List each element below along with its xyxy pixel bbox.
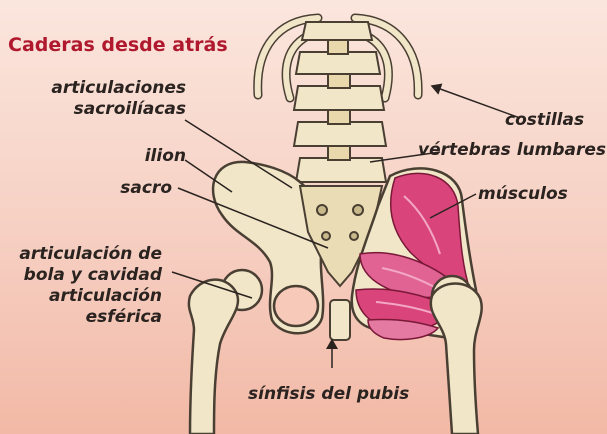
label-sacroiliac-line2: sacroilíacas bbox=[73, 99, 186, 119]
leader-lines bbox=[171, 83, 521, 368]
label-sinfisis: sínfisis del pubis bbox=[248, 384, 410, 404]
femur-left bbox=[187, 268, 264, 434]
label-ball-joint-line3: articulación bbox=[49, 286, 162, 306]
label-ball-joint: articulación de bola y cavidad articulac… bbox=[2, 244, 162, 328]
leader-musculos bbox=[429, 193, 477, 219]
lumbar-vertebrae bbox=[292, 21, 388, 183]
label-ball-joint-line1: articulación de bbox=[19, 244, 162, 264]
label-ball-joint-line2: bola y cavidad bbox=[23, 265, 162, 285]
label-sacro: sacro bbox=[120, 178, 172, 198]
label-ilion: ilion bbox=[144, 146, 186, 166]
label-musculos: músculos bbox=[478, 184, 568, 204]
diagram-title: Caderas desde atrás bbox=[8, 34, 228, 56]
label-ball-joint-line4: esférica bbox=[85, 307, 162, 327]
arrow-costillas bbox=[430, 83, 521, 119]
sacrum bbox=[298, 185, 384, 288]
leader-ilion bbox=[184, 159, 233, 193]
leader-sacroiliac bbox=[184, 119, 293, 189]
leader-sacro bbox=[177, 187, 329, 249]
leader-ball bbox=[171, 271, 253, 299]
label-costillas: costillas bbox=[505, 110, 585, 130]
pubic-symphysis bbox=[329, 299, 351, 341]
label-sacroiliac-line1: articulaciones bbox=[51, 78, 186, 98]
label-vertebras: vértebras lumbares bbox=[418, 140, 607, 160]
label-sacroiliac: articulaciones sacroilíacas bbox=[12, 78, 186, 120]
femur-right bbox=[429, 274, 483, 434]
leader-vertebras bbox=[369, 151, 441, 163]
